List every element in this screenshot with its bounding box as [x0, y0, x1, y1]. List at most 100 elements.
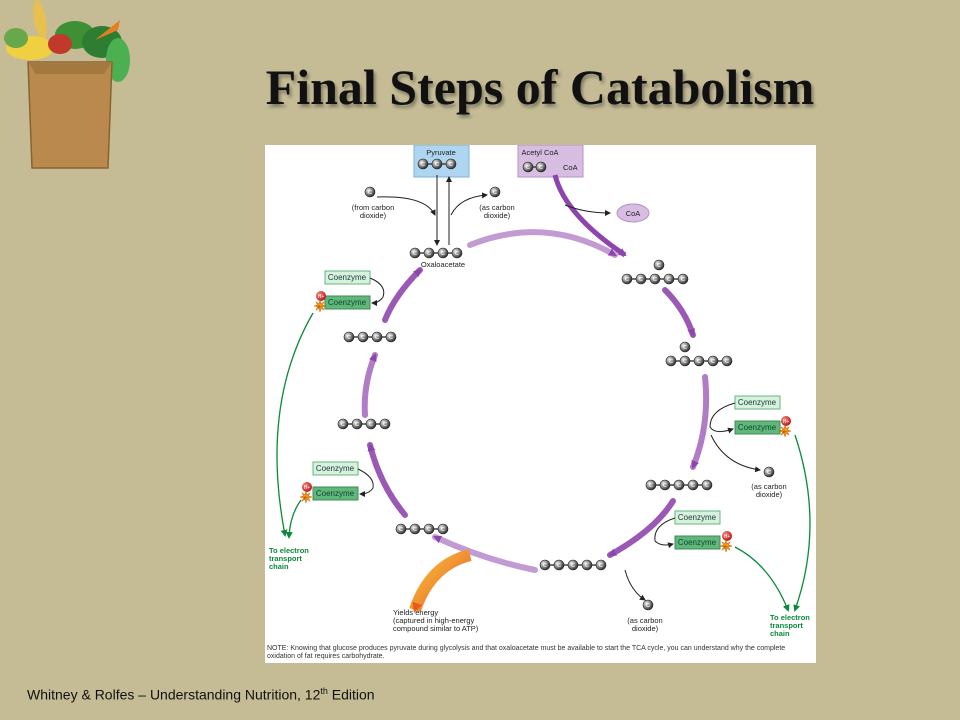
carbon-atom-label: C — [767, 470, 771, 476]
carbon-atom-icon — [522, 161, 534, 173]
carbon-atom-icon — [371, 331, 383, 343]
coenzyme-label: Coenzyme — [738, 398, 777, 407]
carbon-atom-icon — [721, 355, 733, 367]
electron-burst-icon — [719, 539, 733, 553]
coenzyme-label: Coenzyme — [678, 513, 717, 522]
carbon-atom-icon — [653, 259, 665, 271]
carbon-atom-icon — [701, 479, 713, 491]
carbon-atom-label: C — [341, 422, 345, 428]
carbon-atom-icon — [343, 331, 355, 343]
coenzyme-group-left-1: Coenzyme Coenzyme — [324, 270, 385, 310]
carbon-atom-icon — [357, 331, 369, 343]
coenzyme-label: Coenzyme — [328, 273, 367, 282]
ets-label-right-2: transport — [770, 621, 803, 630]
carbon-atom-label: C — [683, 345, 687, 351]
carbon-atom-label: C — [413, 527, 417, 533]
carbon-atom-label: C — [375, 335, 379, 341]
carbon-atom-label: C — [571, 563, 575, 569]
slide-title: Final Steps of Catabolism — [265, 59, 815, 115]
carbon-atom-icon — [337, 418, 349, 430]
carbon-atom-icon — [679, 341, 691, 353]
carbon-atom-icon — [635, 273, 647, 285]
carbon-atom-icon — [364, 186, 376, 198]
carbon-atom-icon — [642, 599, 654, 611]
pyruvate-label: Pyruvate — [426, 148, 456, 157]
carbon-atom-icon — [437, 523, 449, 535]
carbon-atom-icon — [535, 161, 547, 173]
carbon-atom-icon — [665, 355, 677, 367]
carbon-atom-icon — [707, 355, 719, 367]
carbon-atom-label: C — [361, 335, 365, 341]
carbon-atom-icon — [581, 559, 593, 571]
carbon-atom-icon — [595, 559, 607, 571]
carbon-atom-icon — [385, 331, 397, 343]
carbon-atom-icon — [379, 418, 391, 430]
carbon-atom-label: C — [646, 603, 650, 609]
carbon-atom-icon — [365, 418, 377, 430]
carbon-atom-icon — [451, 247, 463, 259]
hydrogen-ion-label: H+ — [783, 419, 790, 425]
carbon-atom-icon — [763, 466, 775, 478]
electron-burst-icon — [299, 490, 313, 504]
carbon-atom-label: C — [691, 483, 695, 489]
carbon-atom-icon — [395, 523, 407, 535]
carbon-atom-label: C — [421, 162, 425, 168]
carbon-atom-label: C — [347, 335, 351, 341]
oxaloacetate-label: Oxaloacetate — [421, 260, 465, 269]
carbon-atom-label: C — [683, 359, 687, 365]
hydrogen-ions: H+e-H+e-H+e-H+e- — [299, 291, 792, 553]
carbon-atom-label: C — [435, 162, 439, 168]
carbon-atom-icon — [409, 523, 421, 535]
carbon-atom-label: C — [669, 359, 673, 365]
electron-label: e- — [318, 304, 323, 309]
carbon-atom-icon — [673, 479, 685, 491]
carbon-atom-label: C — [493, 190, 497, 196]
coa-released-label: CoA — [626, 209, 641, 218]
hydrogen-ion-icon — [781, 416, 791, 426]
carbon-atom-label: C — [657, 263, 661, 269]
coenzyme-group-left-2: Coenzyme Coenzyme — [312, 461, 374, 501]
carbon-atom-icon — [659, 479, 671, 491]
carbon-atom-label: C — [455, 251, 459, 257]
coenzyme-label: Coenzyme — [738, 423, 777, 432]
electron-burst-icon — [778, 424, 792, 438]
carbon-atom-icon — [687, 479, 699, 491]
carbon-atom-icon — [417, 158, 429, 170]
carbon-atom-label: C — [653, 277, 657, 283]
carbon-atom-label: C — [427, 527, 431, 533]
electron-burst-icon — [313, 299, 327, 313]
ets-label-right-1: To electron — [770, 613, 810, 622]
carbon-atom-icon — [437, 247, 449, 259]
carbon-atom-icon — [445, 158, 457, 170]
hydrogen-ion-label: H+ — [318, 294, 325, 300]
hydrogen-ion-label: H+ — [304, 485, 311, 491]
carbon-atom-label: C — [725, 359, 729, 365]
carbon-atom-label: C — [383, 422, 387, 428]
ets-label-left-3: chain — [269, 562, 289, 571]
hydrogen-ion-icon — [722, 531, 732, 541]
carbon-atom-label: C — [639, 277, 643, 283]
carbon-atom-icon — [677, 273, 689, 285]
electron-label: e- — [724, 544, 729, 549]
carbon-atom-label: C — [711, 359, 715, 365]
as-co2-label-top-1: (as carbon — [479, 203, 514, 212]
as-co2-label-bottom-2: dioxide) — [632, 624, 659, 633]
carbon-atom-icon — [645, 479, 657, 491]
as-co2-label-bottom-1: (as carbon — [627, 616, 662, 625]
carbon-atom-label: C — [368, 190, 372, 196]
carbon-atom-label: C — [599, 563, 603, 569]
footer-edition: Edition — [327, 686, 375, 703]
ets-label-right-3: chain — [770, 629, 790, 638]
carbon-atom-label: C — [441, 251, 445, 257]
carbon-atom-icon — [431, 158, 443, 170]
carbon-atom-label: C — [557, 563, 561, 569]
hydrogen-ion-icon — [316, 291, 326, 301]
yields-label-3: compound similar to ATP) — [393, 624, 479, 633]
carbon-atom-label: C — [649, 483, 653, 489]
carbon-atom-icon — [679, 355, 691, 367]
carbon-atom-label: C — [681, 277, 685, 283]
carbon-atom-label: C — [705, 483, 709, 489]
electron-label: e- — [304, 495, 309, 500]
grocery-bag-illustration — [4, 0, 130, 169]
